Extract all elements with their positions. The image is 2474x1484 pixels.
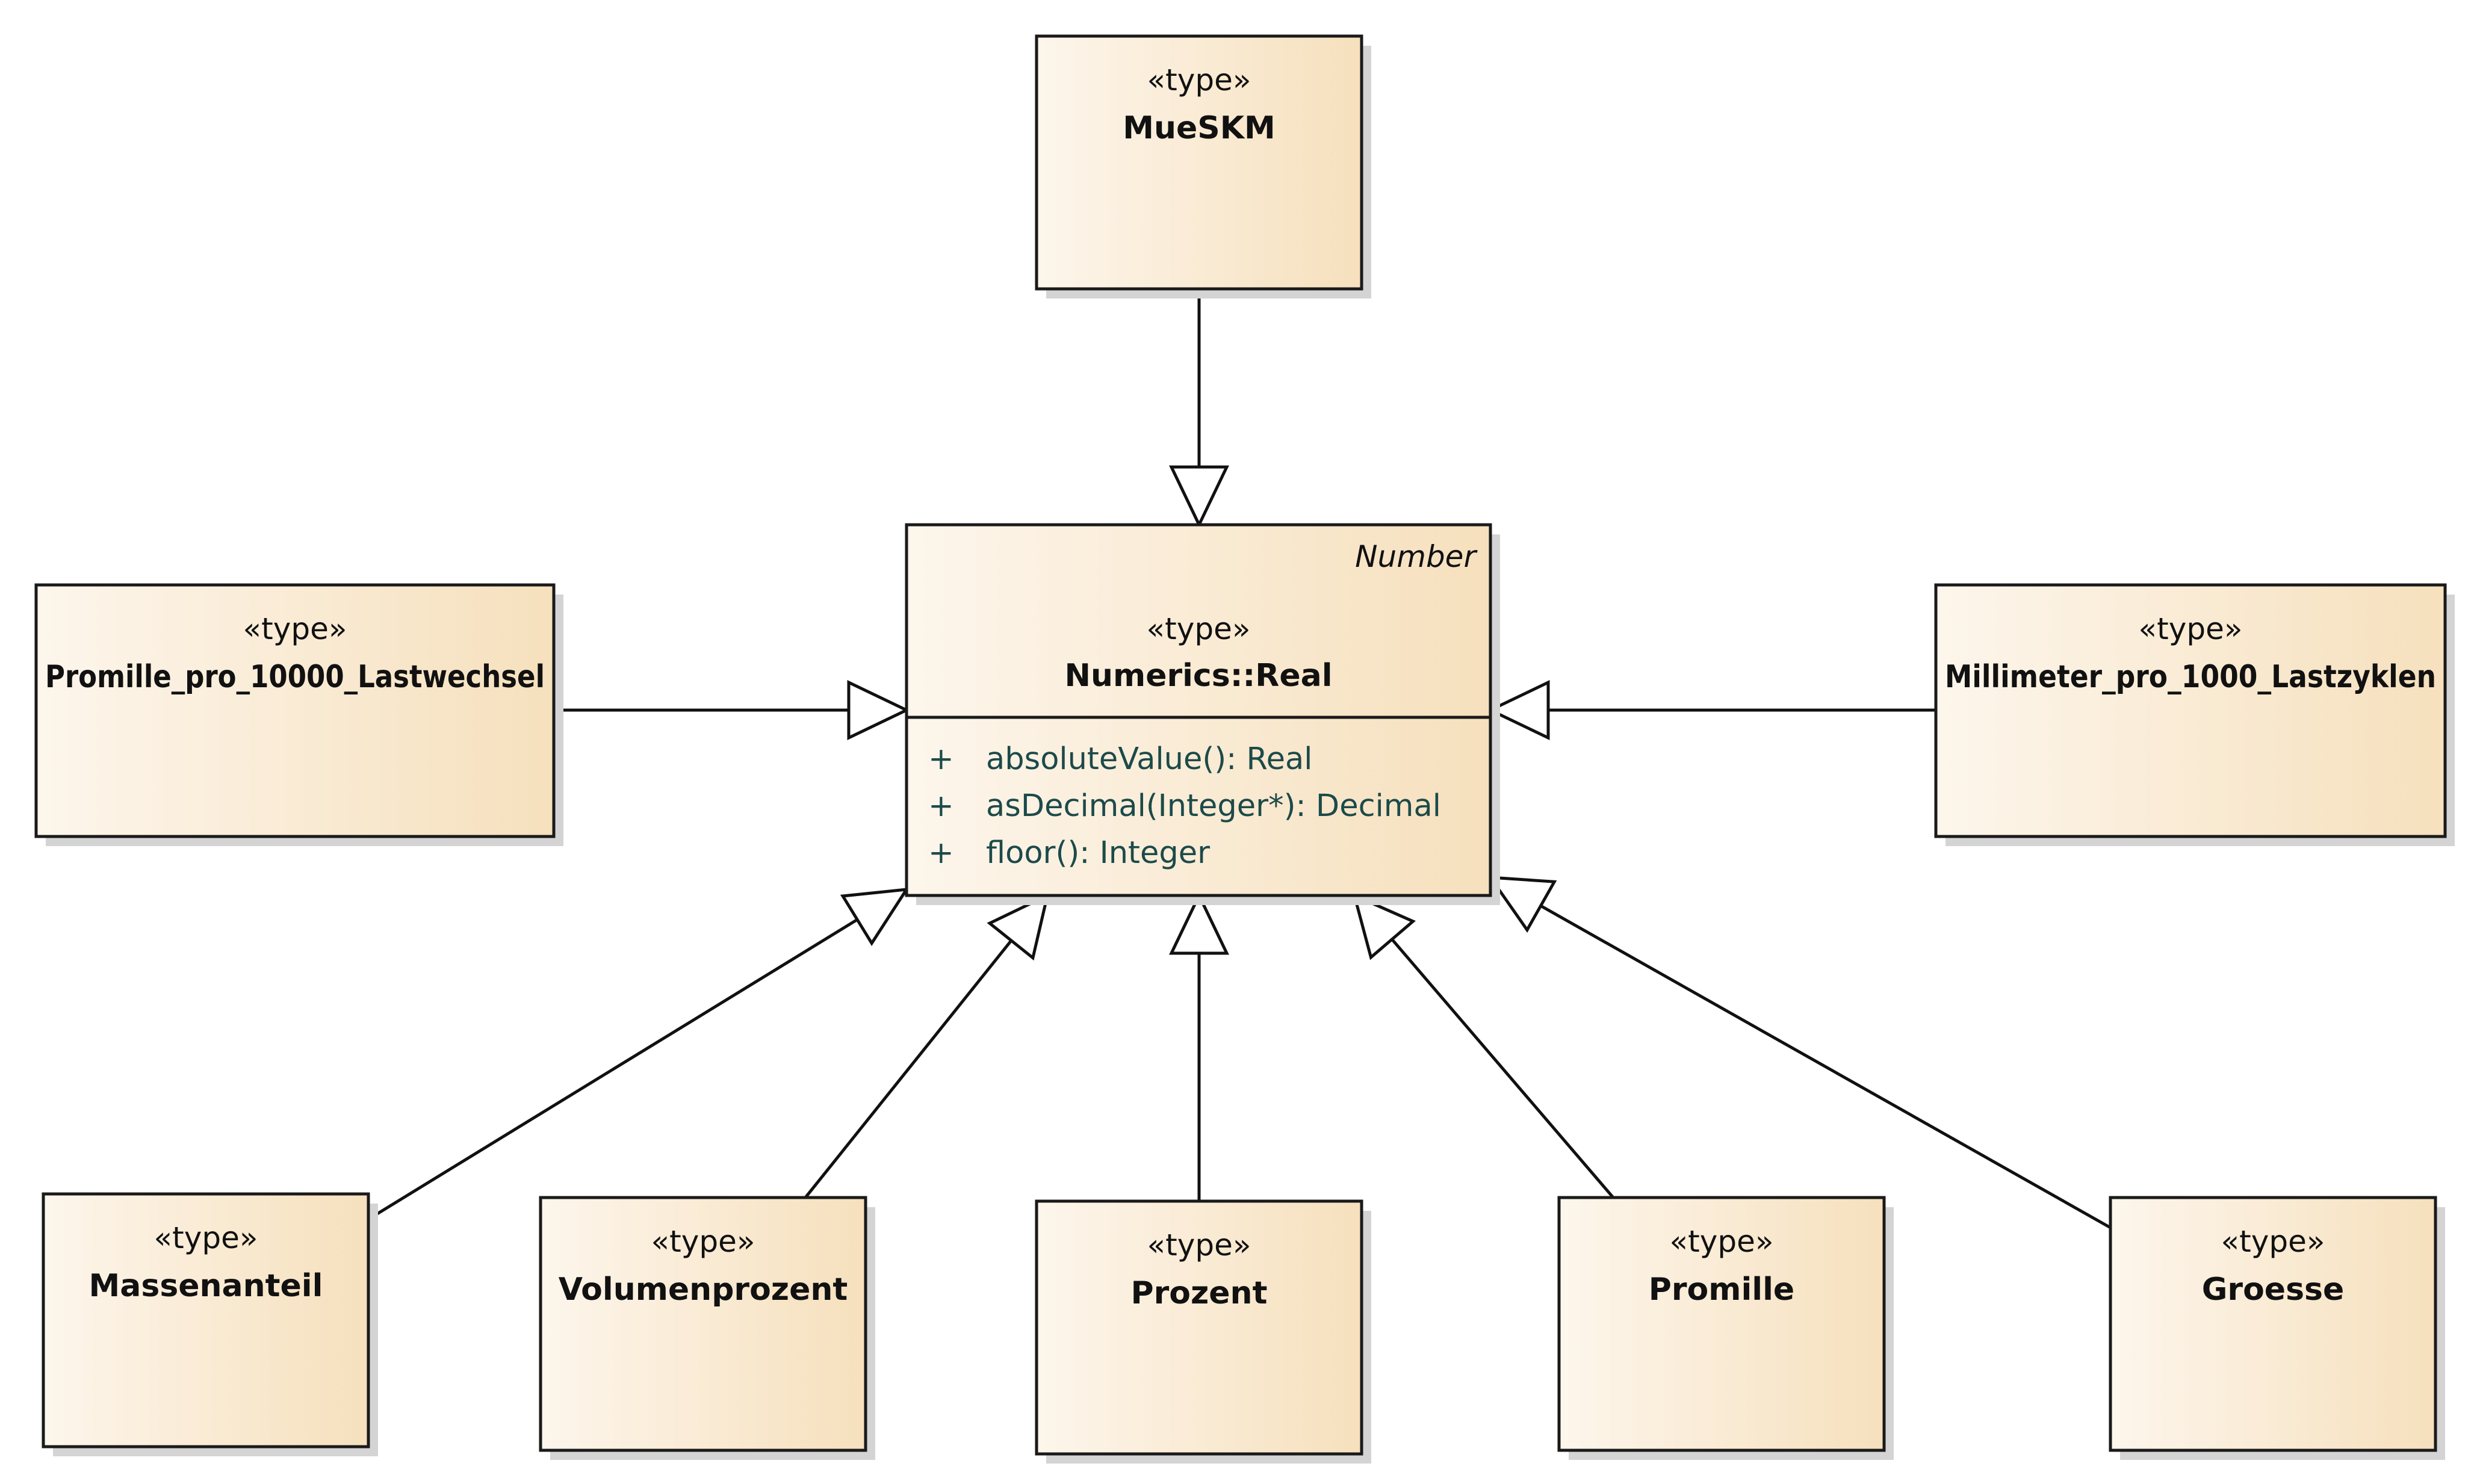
type-name: Prozent — [1131, 1275, 1268, 1311]
type-boxes: «type» MueSKM «type» Promille_pro_10000_Las… — [34, 34, 2455, 1464]
generalization-arrowhead — [1487, 680, 1550, 740]
type-box-rect — [539, 1196, 867, 1452]
generalization-arrowhead — [1169, 465, 1229, 528]
type-box-rect — [1035, 1199, 1363, 1456]
generalization-line — [367, 918, 858, 1221]
generalization-millimeter-pro-1000 — [1487, 680, 1936, 740]
type-name: MueSKM — [1123, 110, 1276, 146]
type-name: Volumenprozent — [559, 1272, 848, 1308]
generalization-line — [1390, 938, 1614, 1199]
generalization-arrowhead — [1169, 892, 1229, 955]
operation-visibility: + — [928, 741, 954, 777]
generalization-volumenprozent — [804, 892, 1050, 1199]
base-class-numerics-real[interactable]: Number«type»Numerics::Real+ absoluteValue… — [905, 523, 1500, 905]
operation-signature: asDecimal(Integer*): Decimal — [986, 788, 1441, 824]
operation-row[interactable]: + absoluteValue(): Real — [928, 741, 1312, 777]
type-stereotype: «type» — [243, 611, 347, 646]
type-box-promille-pro-10000[interactable]: «type» Promille_pro_10000_Lastwechsel — [34, 583, 563, 846]
type-name: Groesse — [2202, 1272, 2345, 1308]
generalization-groesse — [1487, 876, 2112, 1229]
generalization-arrowhead — [1352, 892, 1416, 960]
type-stereotype: «type» — [1670, 1224, 1774, 1259]
generalization-arrowhead — [840, 887, 910, 947]
generalization-arrowhead — [847, 680, 910, 740]
generalization-promille — [1352, 892, 1614, 1199]
generalization-massenanteil — [367, 887, 910, 1221]
base-class-stereotype: «type» — [1147, 611, 1251, 646]
type-box-rect — [42, 1192, 370, 1448]
generalization-arrowhead — [1487, 876, 1557, 933]
operation-row[interactable]: + floor(): Integer — [928, 835, 1210, 871]
operation-visibility: + — [928, 835, 954, 871]
type-box-rect — [2109, 1196, 2437, 1452]
base-class-name: Numerics::Real — [1064, 658, 1332, 694]
type-box-rect — [1557, 1196, 1886, 1452]
type-box-rect — [1035, 34, 1363, 291]
type-box-mueskm[interactable]: «type» MueSKM — [1035, 34, 1371, 298]
base-class-rect — [905, 523, 1492, 897]
operation-signature: absoluteValue(): Real — [986, 741, 1312, 777]
type-box-rect — [34, 583, 556, 838]
type-name: Millimeter_pro_1000_Lastzyklen — [1945, 659, 2436, 695]
operation-row[interactable]: + asDecimal(Integer*): Decimal — [928, 788, 1441, 824]
generalization-edges — [367, 289, 2112, 1229]
type-box-millimeter-pro-1000[interactable]: «type» Millimeter_pro_1000_Lastzyklen — [1934, 583, 2455, 846]
type-stereotype: «type» — [1147, 63, 1251, 97]
type-stereotype: «type» — [154, 1220, 258, 1255]
type-name: Promille — [1649, 1272, 1794, 1308]
type-box-massenanteil[interactable]: «type» Massenanteil — [42, 1192, 378, 1456]
base-class-tag: Number — [1355, 539, 1478, 574]
type-name: Promille_pro_10000_Lastwechsel — [45, 659, 545, 695]
type-box-promille[interactable]: «type» Promille — [1557, 1196, 1894, 1460]
generalization-mueskm — [1169, 289, 1229, 528]
generalization-line — [1540, 904, 2112, 1229]
type-stereotype: «type» — [1147, 1228, 1251, 1263]
generalization-line — [804, 939, 1012, 1199]
operation-signature: floor(): Integer — [986, 835, 1210, 871]
generalization-arrowhead — [987, 892, 1050, 961]
type-stereotype: «type» — [651, 1224, 755, 1259]
type-box-prozent[interactable]: «type» Prozent — [1035, 1199, 1371, 1464]
type-box-groesse[interactable]: «type» Groesse — [2109, 1196, 2445, 1460]
type-stereotype: «type» — [2221, 1224, 2325, 1259]
type-name: Massenanteil — [89, 1268, 323, 1304]
operation-visibility: + — [928, 788, 954, 824]
generalization-promille-pro-10000 — [554, 680, 910, 740]
generalization-prozent — [1169, 892, 1229, 1201]
type-box-rect — [1934, 583, 2447, 838]
type-box-volumenprozent[interactable]: «type» Volumenprozent — [539, 1196, 875, 1460]
type-stereotype: «type» — [2139, 611, 2243, 646]
